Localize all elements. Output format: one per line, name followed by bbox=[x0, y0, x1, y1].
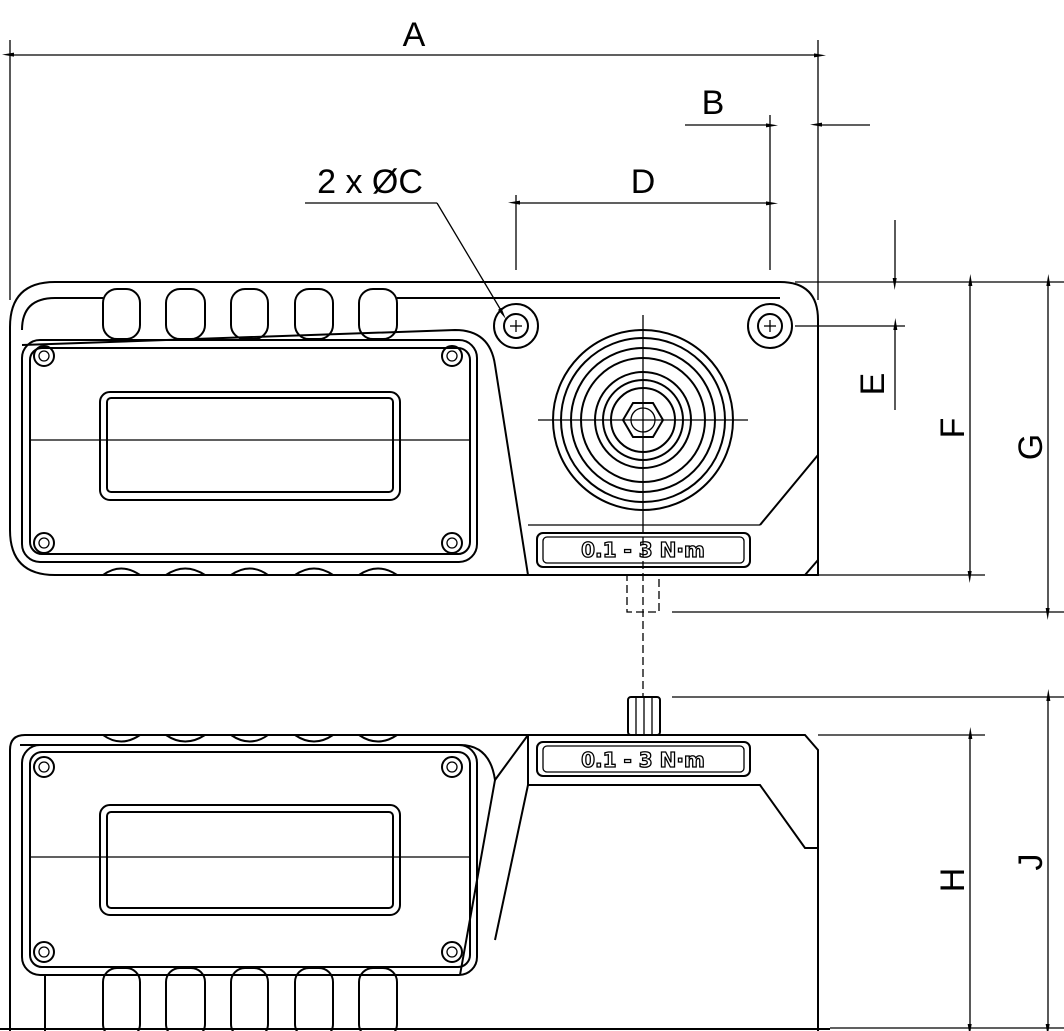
top-view: 0.1 - 3 N·m bbox=[9, 281, 819, 697]
dimension-g: G bbox=[672, 274, 1064, 620]
label-a: A bbox=[403, 16, 426, 54]
grip-ridges-side bbox=[44, 967, 398, 1031]
display-window-side bbox=[99, 804, 401, 916]
label-g: G bbox=[1012, 434, 1050, 460]
range-label-bottom: 0.1 - 3 N·m bbox=[581, 748, 705, 772]
dimension-e: E bbox=[795, 220, 1064, 410]
label-h: H bbox=[934, 868, 972, 893]
label-e: E bbox=[854, 373, 892, 396]
grip-ridges-bottom bbox=[102, 567, 398, 576]
screws bbox=[33, 345, 463, 554]
dimension-a: A bbox=[2, 16, 826, 300]
dimension-b: B bbox=[685, 84, 870, 270]
display-window bbox=[99, 391, 401, 501]
range-plate-bottom: 0.1 - 3 N·m bbox=[536, 741, 751, 777]
label-f: F bbox=[934, 418, 972, 439]
label-j: J bbox=[1012, 854, 1050, 871]
mounting-holes bbox=[493, 303, 793, 349]
label-b: B bbox=[702, 84, 725, 122]
dimension-j: J bbox=[672, 689, 1064, 1031]
dimension-f: F bbox=[818, 274, 985, 583]
spindle-side bbox=[627, 696, 661, 736]
dimension-d: D bbox=[508, 163, 778, 270]
dimension-h: H bbox=[818, 727, 1064, 1031]
label-d: D bbox=[631, 163, 656, 201]
dimension-c-leader: 2 x ØC bbox=[305, 163, 506, 320]
grip-ridges-top bbox=[102, 288, 398, 340]
torque-spindle bbox=[538, 315, 748, 525]
label-c: 2 x ØC bbox=[317, 163, 423, 201]
side-view: 0.1 - 3 N·m bbox=[0, 696, 830, 1031]
